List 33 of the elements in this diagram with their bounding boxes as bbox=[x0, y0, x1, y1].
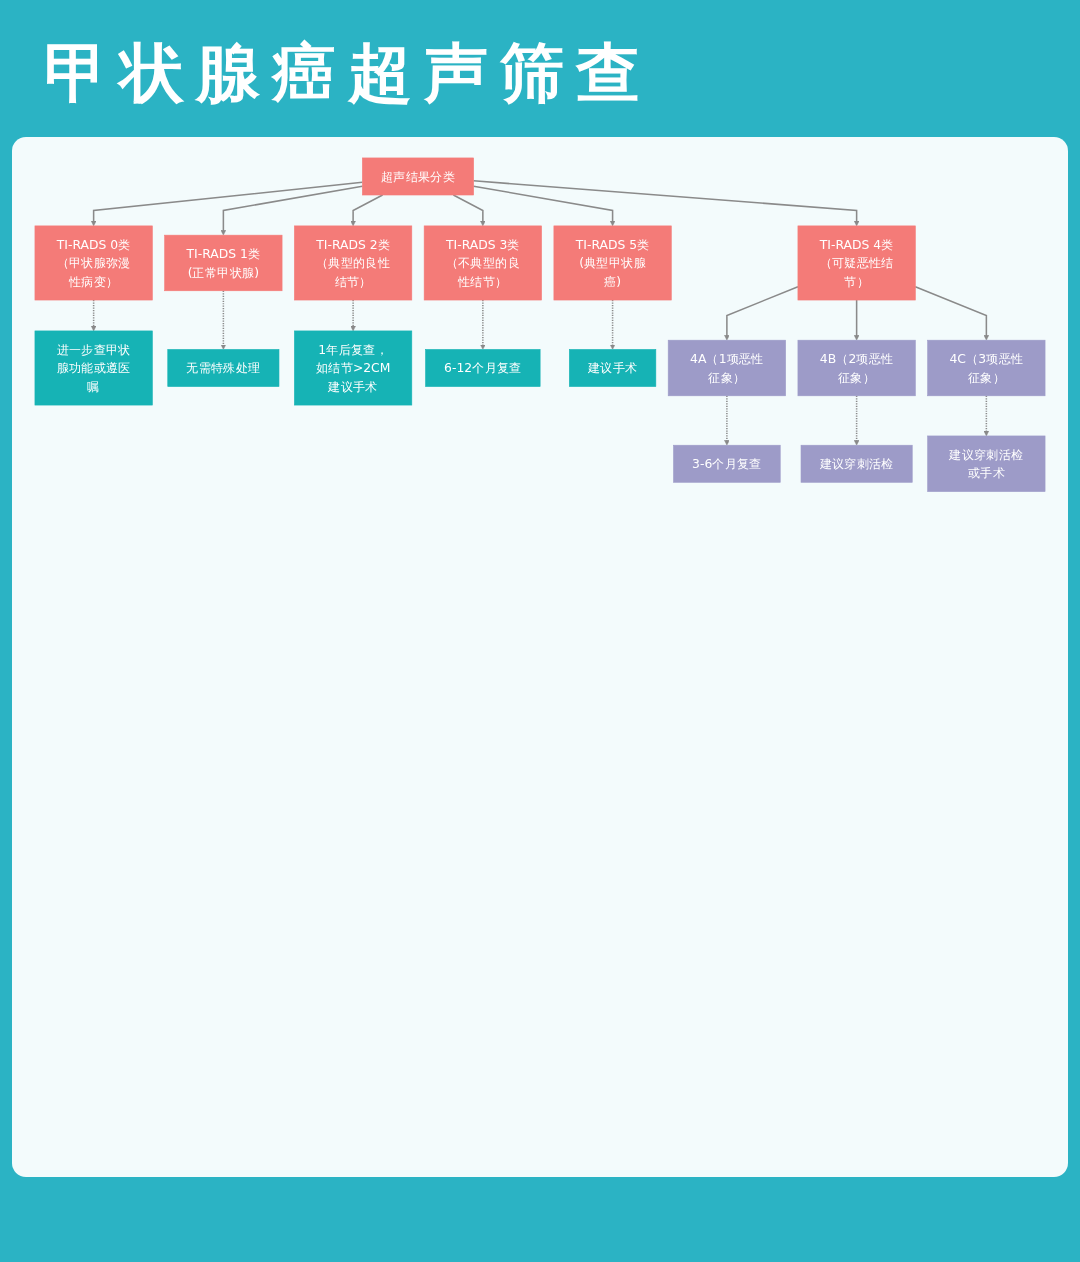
node-box bbox=[797, 339, 916, 397]
arrow bbox=[983, 395, 990, 437]
node-box bbox=[34, 330, 153, 406]
node-box bbox=[667, 339, 786, 397]
arrow bbox=[472, 180, 860, 227]
arrow bbox=[350, 194, 384, 227]
node-box bbox=[294, 330, 413, 406]
arrow bbox=[914, 285, 990, 341]
node-box bbox=[167, 349, 280, 387]
card-background: 超声结果分类 TI-RADS 0类（甲状腺弥漫性病变） TI-RADS 1类(正常甲状腺) TI-RADS 2类（典型的良性结节） TI-RADS 3类（不典型的良性结节） TI-RADS 4类（可疑恶性结节） TI-RADS 5类(典型甲状腺癌) 进一步查甲状腺功能或遵医嘱 无需特殊处理 1年后复查，如结节>2CM建议手术 6-12个月复查 建议手术 4A（1项恶性征象） 4B（2项恶性征象） 4C（3项恶性征象） 3-6个月复查 建议穿刺活检 建议穿刺活检或手术 bbox=[12, 137, 1068, 1177]
node-box bbox=[569, 349, 657, 387]
node-box bbox=[800, 444, 913, 483]
node-box bbox=[927, 435, 1046, 492]
arrow bbox=[853, 299, 860, 341]
node-box bbox=[425, 349, 541, 387]
arrow bbox=[724, 285, 799, 341]
arrow bbox=[220, 290, 227, 350]
title: 甲状腺癌超声筛查 bbox=[43, 35, 653, 112]
node-box bbox=[294, 225, 413, 301]
node-box bbox=[553, 225, 672, 301]
arrow bbox=[853, 395, 860, 446]
node-box bbox=[362, 157, 474, 196]
node-box bbox=[673, 444, 781, 483]
arrow bbox=[724, 395, 730, 446]
node-box bbox=[927, 339, 1046, 397]
node-box bbox=[164, 234, 283, 292]
node-box bbox=[34, 225, 153, 301]
node-box bbox=[797, 225, 916, 301]
arrow bbox=[452, 194, 486, 227]
node-box bbox=[423, 225, 542, 301]
arrow bbox=[90, 181, 364, 227]
arrow bbox=[472, 185, 616, 227]
arrow bbox=[220, 185, 364, 236]
